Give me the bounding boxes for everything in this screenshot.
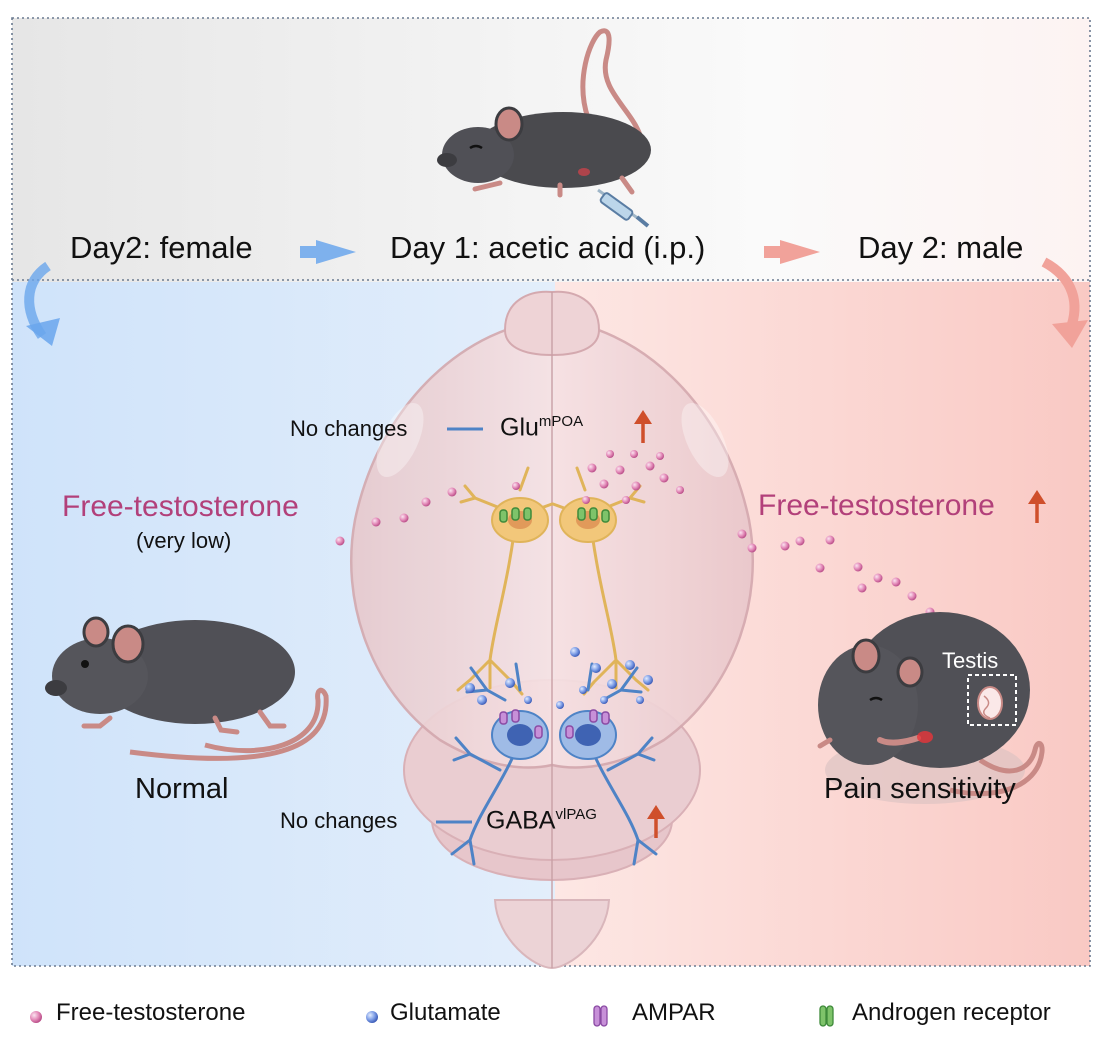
arrow-to-male [764, 240, 820, 264]
glutamate-spheres [465, 647, 653, 709]
day2-female-label: Day2: female [70, 230, 253, 265]
gaba-no-changes-label: No changes [280, 808, 398, 833]
up-arrow-icon [1028, 490, 1046, 523]
glu-no-changes-label: No changes [290, 416, 408, 441]
testis-icon [977, 686, 1003, 720]
gaba-neurons [450, 662, 658, 866]
day2-male-label: Day 2: male [858, 230, 1024, 265]
blue-sphere-icon [366, 1011, 378, 1023]
androgen-receptor-icon [819, 1005, 834, 1027]
legend-item-glutamate: Glutamate [390, 999, 501, 1026]
testis-callout-box [967, 674, 1017, 726]
male-mouse-illustration [817, 612, 1045, 804]
gaba-vlpag-label: GABAvlPAG [486, 806, 597, 835]
ampar-receptors [499, 709, 610, 739]
injected-mouse-illustration [437, 28, 651, 228]
up-arrow-icon [634, 410, 652, 443]
androgen-receptors [499, 507, 610, 523]
ampar-receptor-icon [593, 1005, 608, 1027]
female-testosterone-note: (very low) [136, 528, 232, 553]
glu-mpoa-label: GlumPOA [500, 413, 584, 442]
legend-item-testosterone: Free-testosterone [56, 999, 246, 1026]
male-outcome-label: Pain sensitivity [824, 773, 1016, 805]
legend-item-ampar: AMPAR [632, 999, 716, 1026]
up-arrow-icon [647, 805, 665, 838]
testis-label: Testis [942, 648, 999, 673]
day1-label: Day 1: acetic acid (i.p.) [390, 230, 706, 265]
female-testosterone-label: Free-testosterone [62, 490, 299, 523]
male-testosterone-label: Free-testosterone [758, 489, 995, 522]
female-outcome-label: Normal [135, 773, 229, 805]
syringe-icon [597, 188, 650, 228]
arrow-to-female [300, 240, 356, 264]
pink-sphere-icon [30, 1011, 42, 1023]
legend: Free-testosterone Glutamate AMPAR Androg… [0, 996, 1100, 1036]
brain-illustration [349, 290, 755, 970]
glutamate-neurons [456, 466, 650, 696]
legend-item-androgen-receptor: Androgen receptor [852, 999, 1051, 1026]
female-mouse-illustration [45, 616, 329, 761]
